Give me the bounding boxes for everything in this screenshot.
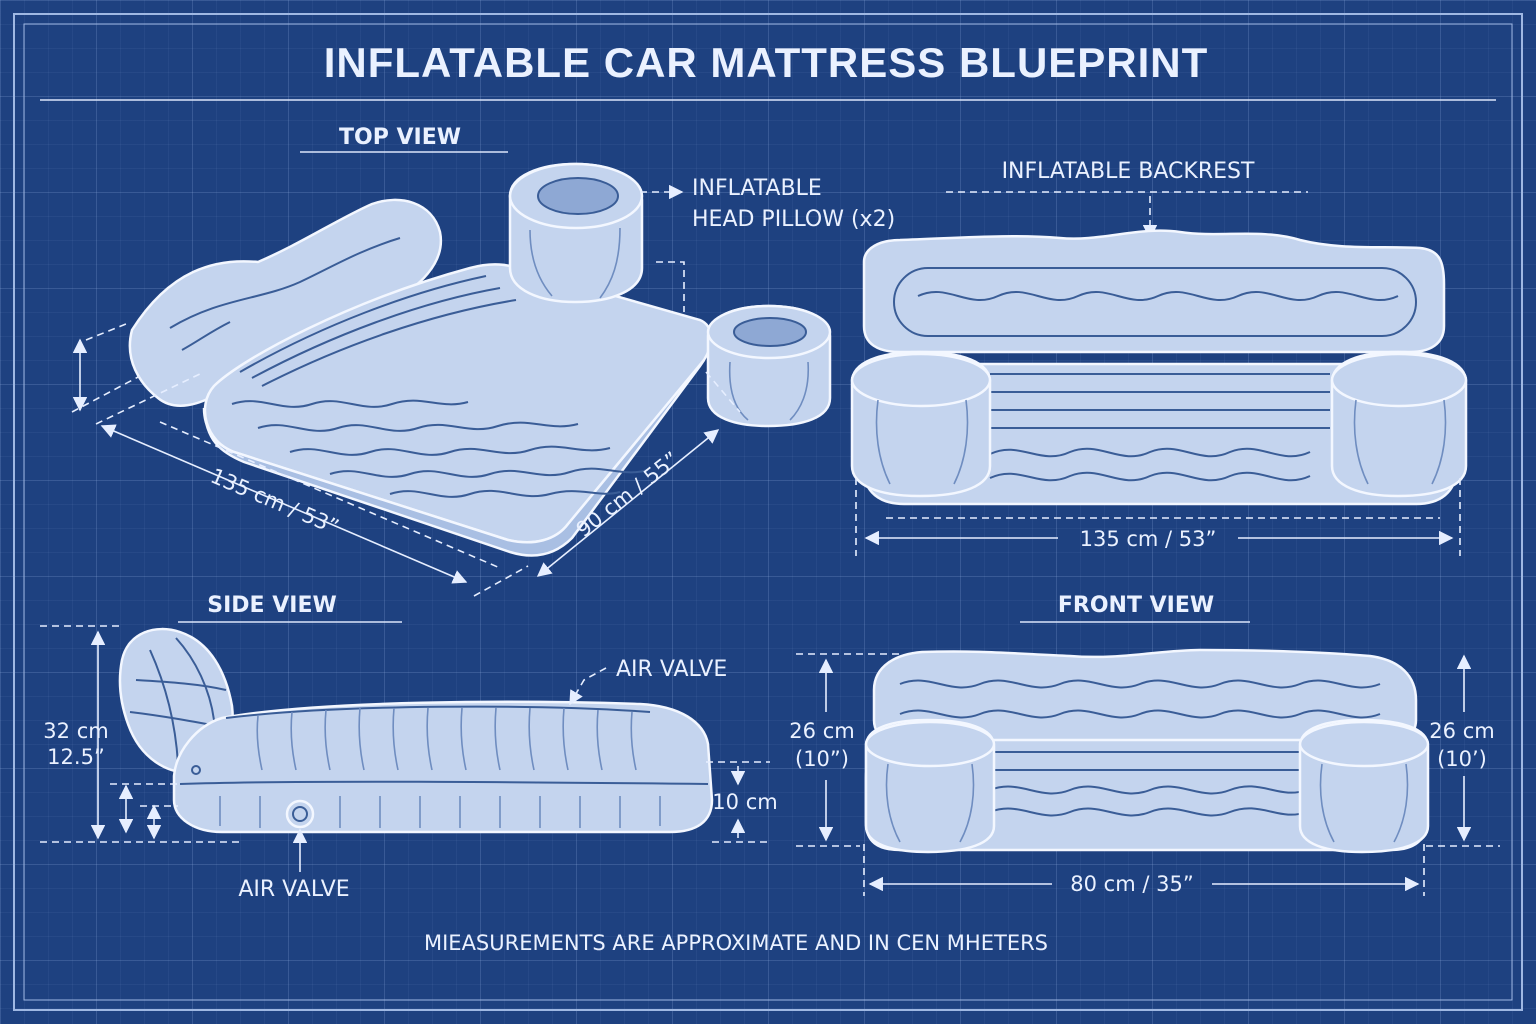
length-dim-line bbox=[100, 424, 468, 584]
top-view: TOP VIEW bbox=[71, 125, 895, 597]
side-view-label: SIDE VIEW bbox=[207, 593, 337, 618]
side-thickness-label: 10 cm bbox=[712, 790, 777, 814]
side-valve-top-leader bbox=[569, 667, 607, 706]
page-title: INFLATABLE CAR MATTRESS BLUEPRINT bbox=[324, 39, 1209, 86]
outer-frame bbox=[13, 13, 1523, 1011]
side-baffles bbox=[219, 707, 661, 828]
front-left-label-2: (10”) bbox=[795, 747, 849, 771]
top-stripe bbox=[239, 275, 487, 373]
top-height-ext bbox=[71, 375, 141, 413]
side-valve-icon bbox=[285, 799, 315, 829]
front-wave bbox=[899, 679, 1381, 689]
backrest-roll bbox=[862, 229, 1446, 354]
top-backrest-crease bbox=[181, 321, 231, 351]
side-valve-core bbox=[292, 806, 308, 822]
width-ext bbox=[705, 371, 741, 413]
width-dim-line bbox=[536, 429, 720, 577]
top-height-ext bbox=[85, 323, 127, 341]
backrest-cylinder-right bbox=[1330, 350, 1468, 498]
backrest-wave bbox=[989, 447, 1311, 458]
front-right-label-1: 26 cm bbox=[1429, 719, 1494, 743]
top-stripe bbox=[261, 299, 517, 387]
pillow-callout-line2: HEAD PILLOW (x2) bbox=[692, 207, 895, 232]
top-view-label: TOP VIEW bbox=[339, 125, 461, 150]
backrest-cylinder-left bbox=[850, 350, 992, 498]
top-backrest-seam bbox=[169, 237, 401, 329]
inner-frame bbox=[23, 23, 1513, 1001]
side-mattress bbox=[172, 700, 714, 834]
backrest-label: INFLATABLE BACKREST bbox=[1002, 159, 1255, 184]
front-cylinder-right bbox=[1298, 718, 1430, 854]
footnote: MIEASUREMENTS ARE APPROXIMATE AND IN CEN… bbox=[424, 931, 1048, 955]
backrest-width-label: 135 cm / 53” bbox=[1080, 527, 1217, 551]
front-left-label-1: 26 cm bbox=[789, 719, 854, 743]
front-view: FRONT VIEW 26 cm (10”) bbox=[789, 593, 1500, 896]
backrest-wave bbox=[989, 471, 1311, 482]
backrest-wave bbox=[917, 291, 1399, 301]
front-cylinder-left bbox=[864, 718, 996, 854]
length-ext-left bbox=[95, 371, 205, 425]
side-valve-top-label: AIR VALVE bbox=[616, 657, 727, 682]
side-seam bbox=[179, 780, 709, 785]
length-guide bbox=[159, 421, 501, 569]
top-pillow-b bbox=[706, 304, 832, 428]
pillow-callout-line1: INFLATABLE bbox=[692, 176, 822, 201]
side-top-seam bbox=[225, 705, 651, 719]
side-height-label-1: 32 cm bbox=[43, 719, 108, 743]
side-pillow-valve-icon bbox=[191, 765, 201, 775]
front-wave bbox=[899, 709, 1381, 719]
top-pillow-a bbox=[508, 162, 644, 304]
backrest-panel bbox=[893, 267, 1417, 337]
front-wave bbox=[989, 785, 1307, 795]
side-view: SIDE VIEW bbox=[40, 593, 778, 902]
side-valve-bottom-label: AIR VALVE bbox=[238, 877, 349, 902]
top-stripe bbox=[251, 287, 501, 379]
front-wave bbox=[989, 807, 1307, 817]
backrest-view: INFLATABLE BACKREST bbox=[850, 159, 1468, 556]
top-wave bbox=[231, 399, 469, 408]
front-right-label-2: (10’) bbox=[1437, 747, 1487, 771]
side-height-label-2: 12.5” bbox=[47, 745, 105, 769]
length-ext-right bbox=[473, 565, 529, 597]
front-view-label: FRONT VIEW bbox=[1058, 593, 1214, 618]
front-width-label: 80 cm / 35” bbox=[1070, 872, 1193, 896]
pillow-height-leader bbox=[656, 261, 685, 312]
